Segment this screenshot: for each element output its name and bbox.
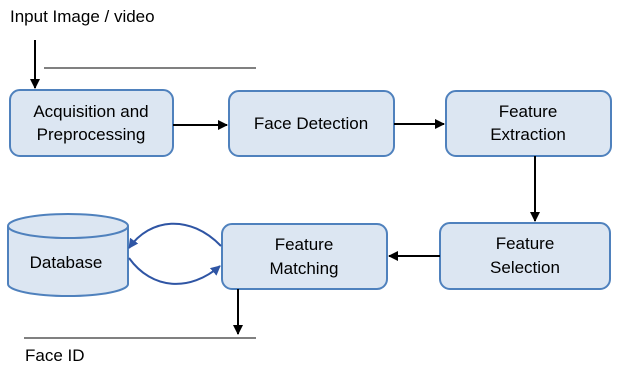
node-feature-selection: Feature Selection xyxy=(439,222,611,290)
node-feature-selection-line2: Selection xyxy=(490,258,560,277)
node-database-label: Database xyxy=(30,253,103,272)
node-database: Database xyxy=(7,213,129,297)
node-feature-extraction: Feature Extraction xyxy=(445,90,612,157)
arc-match-to-db xyxy=(128,222,222,249)
node-feature-matching-line2: Matching xyxy=(270,259,339,278)
node-face-detection-line1: Face Detection xyxy=(254,114,368,133)
node-feature-extraction-line1: Feature xyxy=(499,102,558,121)
node-acquisition: Acquisition and Preprocessing xyxy=(9,89,174,157)
arc-db-to-match xyxy=(128,257,221,285)
node-feature-matching-line1: Feature xyxy=(275,235,334,254)
node-face-detection: Face Detection xyxy=(228,90,395,157)
input-label: Input Image / video xyxy=(10,7,155,26)
node-acquisition-line1: Acquisition and xyxy=(33,102,148,121)
node-feature-extraction-line2: Extraction xyxy=(490,125,566,144)
node-acquisition-line2: Preprocessing xyxy=(37,125,146,144)
node-feature-selection-line1: Feature xyxy=(496,234,555,253)
output-label: Face ID xyxy=(25,346,85,365)
node-feature-matching: Feature Matching xyxy=(221,223,388,290)
